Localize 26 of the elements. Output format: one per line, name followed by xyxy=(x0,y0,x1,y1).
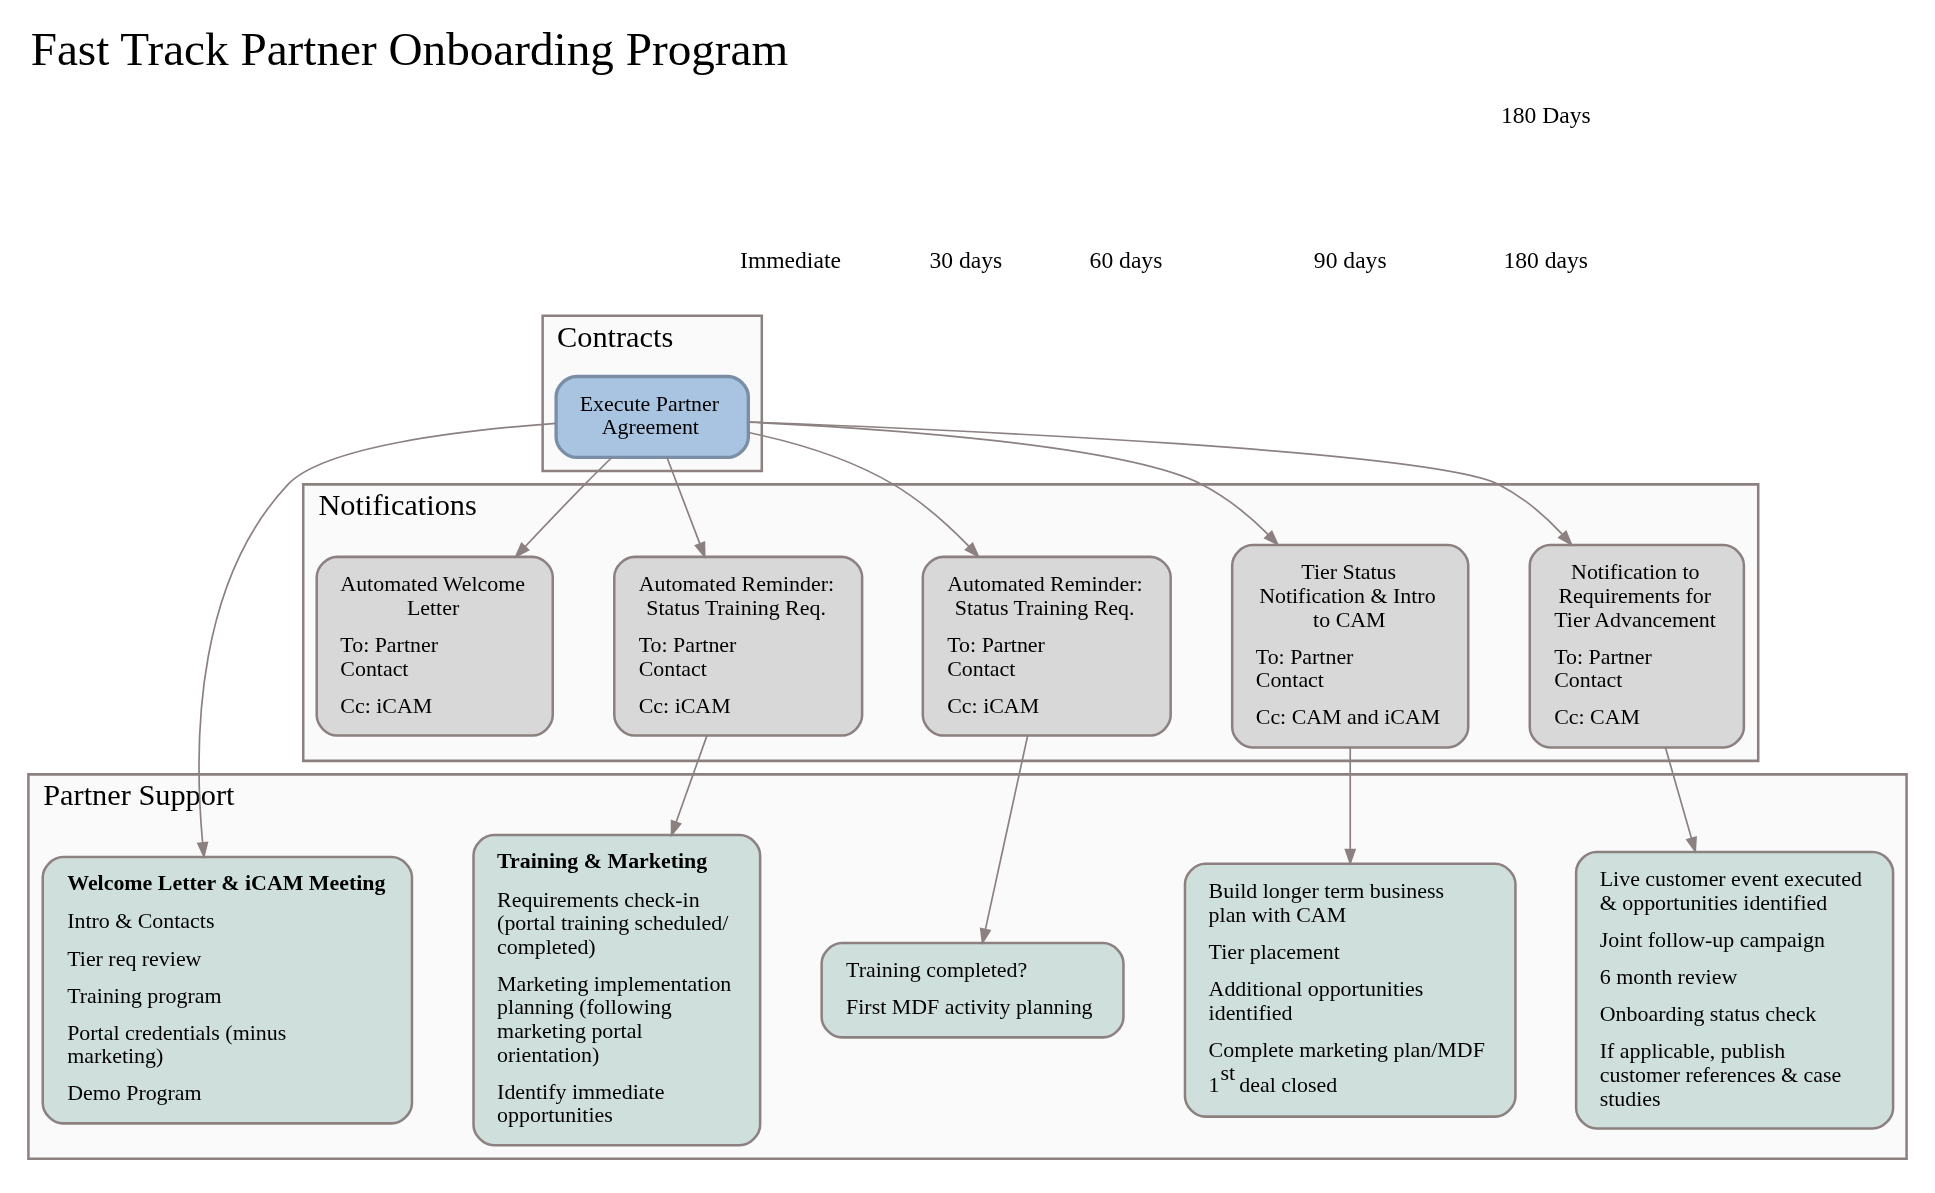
label: 60 days xyxy=(1089,247,1163,274)
node-box: Automated Welcome Letter To: Partner Contact Cc: iCAM xyxy=(315,555,554,737)
node-box: Welcome Letter & iCAM Meeting Intro & Contacts Tier req review Training program Portal credentials (minus marketing) Demo Program xyxy=(41,855,414,1125)
node-box: Tier Status Notification & Intro to CAM To: Partner Contact Cc: CAM and iCAM xyxy=(1230,543,1470,749)
arrow xyxy=(747,421,1280,547)
arrow xyxy=(196,422,557,859)
node-box: Execute Partner Agreement xyxy=(554,374,750,460)
arrow xyxy=(1344,746,1357,866)
arrow xyxy=(979,734,1029,946)
node-box: Live customer event executed & opportunities identified Joint follow-up campaign 6 month review Onboarding status check If applicable, publish customer references & case studies xyxy=(1574,850,1895,1130)
arrow xyxy=(748,421,1574,547)
arrow xyxy=(514,457,613,559)
arrow xyxy=(747,431,981,559)
node-box: Notification to Requirements for Tier Advancement To: Partner Contact Cc: CAM xyxy=(1528,543,1746,749)
node-box: Training completed? First MDF activity planning xyxy=(820,941,1125,1039)
label: Immediate xyxy=(740,247,841,274)
node-box: Training & Marketing Requirements check-in (portal training scheduled/ completed) Marketing implementation planning (following marketing portal orientation) Identify immediate opportunities xyxy=(472,833,762,1147)
arrow xyxy=(1664,746,1697,854)
label: 180 Days xyxy=(1500,102,1591,129)
diagram-title: Fast Track Partner Onboarding Program xyxy=(30,23,789,76)
label: 90 days xyxy=(1313,247,1387,274)
arrow xyxy=(670,734,708,838)
label: 30 days xyxy=(929,247,1003,274)
label: 180 days xyxy=(1503,247,1589,274)
node-box: Automated Reminder: Status Training Req. To: Partner Contact Cc: iCAM xyxy=(921,555,1172,737)
node-box: Automated Reminder: Status Training Req. To: Partner Contact Cc: iCAM xyxy=(613,555,864,737)
